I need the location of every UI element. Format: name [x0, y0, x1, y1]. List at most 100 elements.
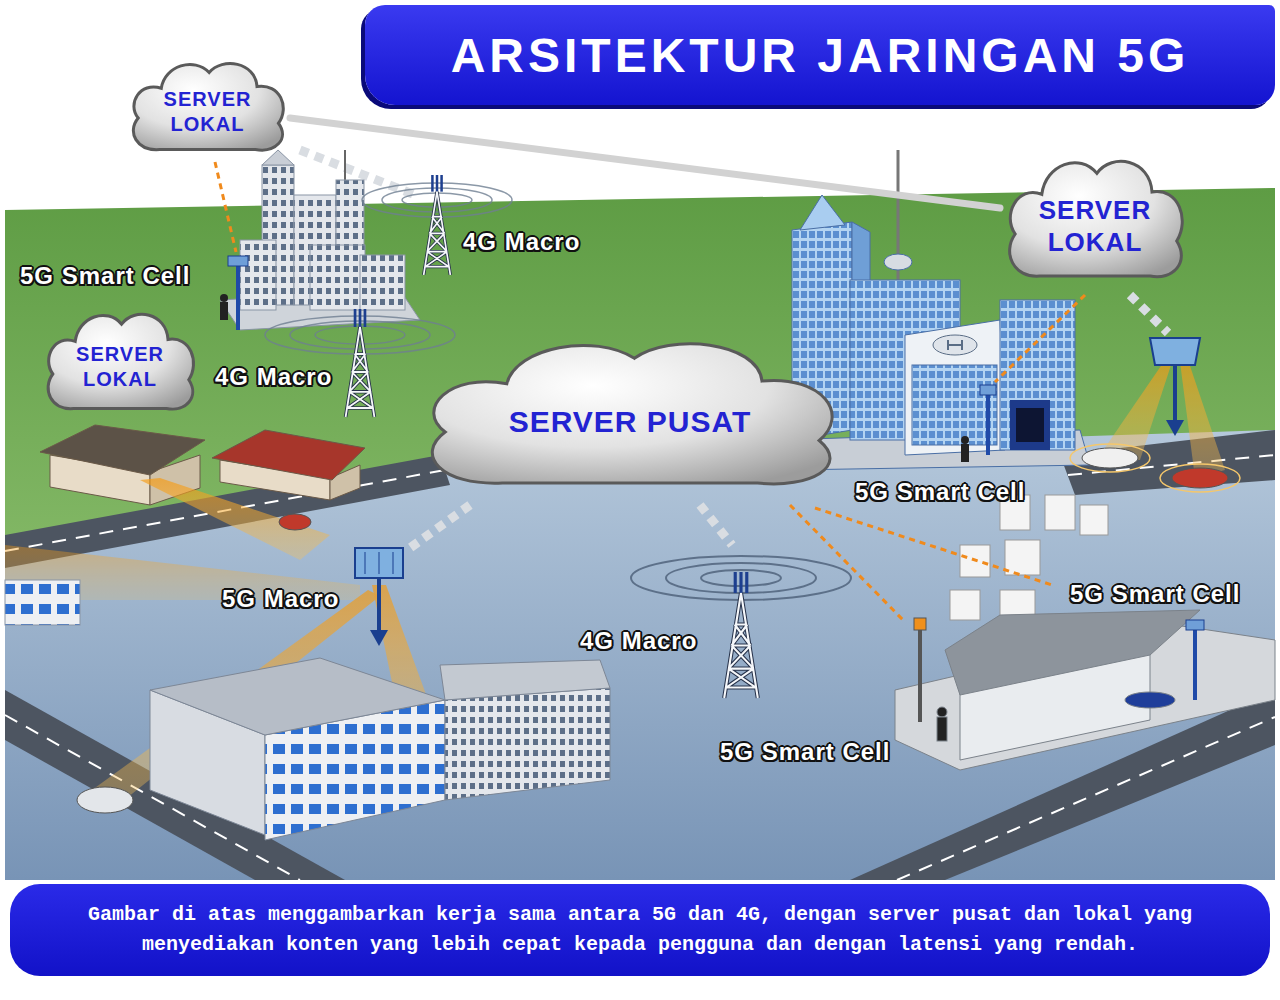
left-building: [5, 580, 80, 625]
leader-lines: [215, 162, 236, 252]
car: [77, 787, 133, 813]
5g-macro-tower: [365, 552, 366, 574]
right-city: [948, 340, 962, 350]
node-text-group: SERVER PUSAT: [509, 403, 752, 441]
label-holder: 5G Macro: [222, 585, 339, 613]
left-city: [220, 150, 420, 330]
caption-banner: Gambar di atas menggambarkan kerja sama …: [10, 884, 1270, 976]
cloud-node: SERVER LOKAL: [1000, 150, 1190, 290]
4g-macro-tower: [724, 572, 758, 698]
shop: [1125, 692, 1175, 708]
gray-link-lines: [410, 505, 470, 548]
4g-macro-tower: [362, 175, 512, 275]
office-building: [445, 688, 610, 800]
right-houses: [1005, 540, 1040, 575]
tower-label: 5G Macro: [222, 585, 339, 613]
right-city: [884, 254, 912, 270]
server-link: [290, 118, 1000, 208]
shop: [937, 707, 947, 717]
cloud-node: SERVER LOKAL: [125, 55, 290, 160]
cloud-outline: [48, 314, 193, 409]
node-text-group: SERVER LOKAL: [1039, 193, 1151, 258]
signal-beams: [1100, 360, 1172, 460]
left-city: [344, 150, 346, 180]
cloud-outline: [432, 344, 832, 484]
node-text: SERVER PUSAT: [509, 403, 752, 441]
4g-macro-tower: [424, 175, 451, 275]
5g-macro-pole: [1172, 468, 1228, 488]
cloud-node: SERVER PUSAT: [410, 330, 850, 500]
5g-macro-tower: [377, 578, 381, 632]
roads: [1060, 430, 1275, 495]
gray-link-lines: [700, 505, 732, 545]
cloud-outline: [133, 64, 283, 150]
title-banner: ARSITEKTUR JARINGAN 5G: [365, 5, 1275, 105]
leader-lines: [995, 295, 1085, 382]
ground: [5, 188, 1275, 880]
leader-lines: [815, 508, 1055, 586]
office-building: [440, 660, 610, 700]
tower-label: 5G Smart Cell: [855, 478, 1025, 506]
left-city: [262, 150, 294, 165]
5g-macro-tower: [355, 548, 403, 646]
tower-label: 5G Smart Cell: [20, 262, 190, 290]
left-building: [5, 580, 80, 625]
cloud-node: SERVER LOKAL: [40, 305, 200, 420]
shop: [937, 717, 947, 741]
5g-macro-tower: [370, 630, 388, 646]
left-city: [360, 255, 405, 310]
leader-lines: [790, 505, 905, 622]
5g-macro-pole: [1082, 448, 1138, 468]
right-city: [905, 320, 1005, 455]
left-city: [240, 240, 276, 310]
tower-label: 4G Macro: [580, 627, 697, 655]
shop: [945, 610, 1200, 695]
label-holder: 4G Macro: [580, 627, 697, 655]
title-text: ARSITEKTUR JARINGAN 5G: [451, 28, 1190, 83]
label-holder: 5G Smart Cell: [20, 262, 190, 290]
5g-macro-pole: [1070, 338, 1240, 492]
signal-beams: [1180, 360, 1225, 478]
smart-cell-pole: [980, 385, 996, 395]
car: [279, 514, 311, 530]
5g-macro-pole: [1173, 365, 1177, 422]
5g-macro-pole: [1070, 444, 1240, 492]
shop: [895, 610, 1275, 770]
smart-cell-pole: [1016, 408, 1044, 442]
smart-cell-pole: [1010, 400, 1050, 450]
car: [77, 514, 311, 813]
ground: [5, 420, 1275, 880]
node-text: SERVER LOKAL: [76, 342, 164, 392]
node-text-group: SERVER LOKAL: [164, 87, 252, 137]
cloud-outline: [1010, 161, 1183, 276]
smart-cell-pole: [961, 436, 969, 444]
5g-macro-tower: [379, 552, 380, 574]
label-holder: 5G Smart Cell: [1070, 580, 1240, 608]
node-text: SERVER LOKAL: [1039, 193, 1151, 258]
office-building: [150, 658, 445, 735]
smart-cell-pole: [220, 302, 228, 320]
node-text: SERVER LOKAL: [164, 87, 252, 137]
smart-cell-pole: [236, 262, 240, 330]
5g-macro-pole: [1070, 444, 1150, 472]
shop: [1186, 620, 1204, 630]
houses: [212, 430, 365, 480]
right-houses: [950, 590, 980, 620]
right-houses: [1080, 505, 1108, 535]
ground: [5, 188, 1275, 880]
gray-link-lines: [1130, 295, 1168, 333]
smart-cell-pole: [961, 385, 1050, 462]
smart-cell-pole: [220, 256, 248, 330]
shop: [914, 618, 926, 630]
smart-cell-pole: [228, 256, 248, 266]
5g-macro-pole: [1160, 464, 1240, 492]
shop: [918, 628, 922, 722]
right-city: [1000, 300, 1075, 450]
label-holder: 5G Smart Cell: [720, 738, 890, 766]
smart-cell-pole: [961, 444, 969, 462]
leader-lines: [215, 162, 1085, 622]
tower-label: 5G Smart Cell: [720, 738, 890, 766]
smart-cell-pole: [986, 392, 990, 455]
